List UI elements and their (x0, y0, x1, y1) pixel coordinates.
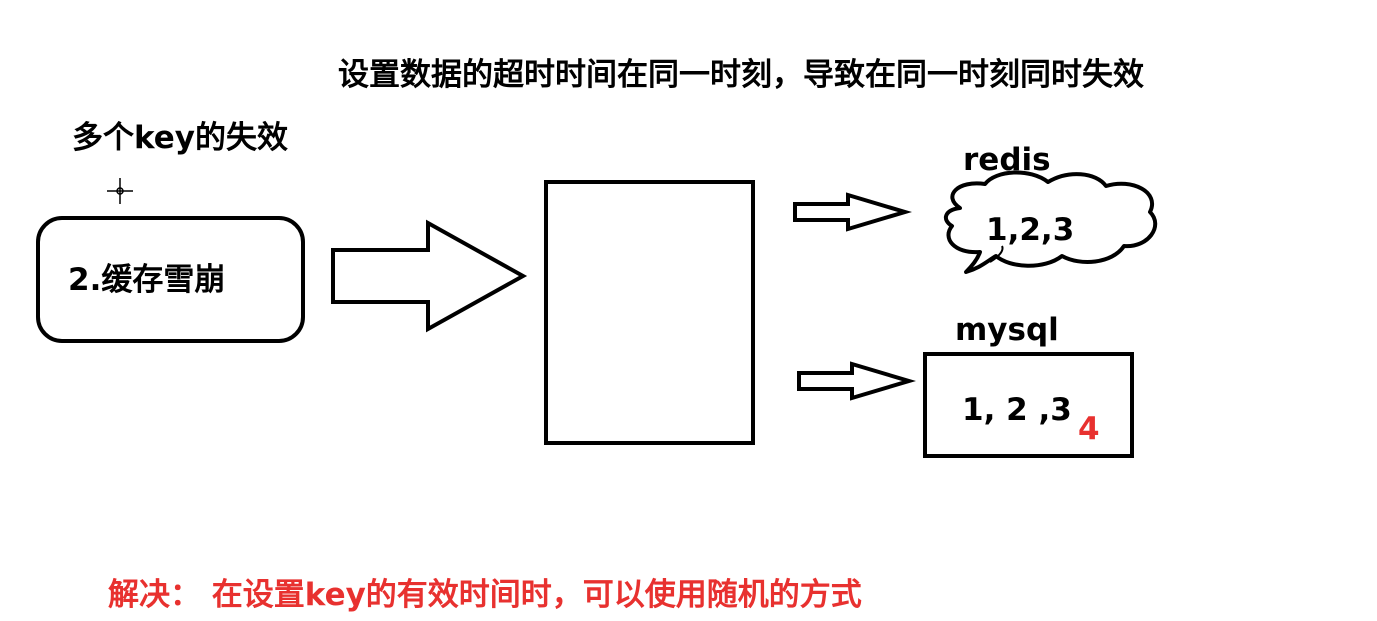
subtitle: 多个key的失效 (72, 120, 289, 156)
big-arrow-icon (331, 219, 528, 333)
mysql-label: mysql (955, 312, 1059, 348)
redis-cloud-inner-line (989, 245, 1004, 263)
crosshair-cursor-icon (107, 178, 133, 204)
page-title: 设置数据的超时时间在同一时刻，导致在同一时刻同时失效 (338, 57, 1144, 93)
mysql-new-value: 4 (1078, 411, 1100, 447)
redis-label: redis (963, 142, 1051, 178)
solution-text: 解决： 在设置key的有效时间时，可以使用随机的方式 (108, 577, 862, 613)
redis-arrow-icon (793, 192, 912, 232)
mysql-arrow-icon (797, 361, 916, 401)
cache-avalanche-box (36, 216, 305, 343)
mysql-box (923, 352, 1134, 458)
cache-avalanche-label: 2.缓存雪崩 (68, 262, 226, 298)
mysql-values: 1, 2 ,3 (962, 392, 1072, 428)
redis-values: 1,2,3 (986, 212, 1075, 248)
application-box (544, 180, 755, 445)
redis-cloud-icon (943, 170, 1158, 274)
